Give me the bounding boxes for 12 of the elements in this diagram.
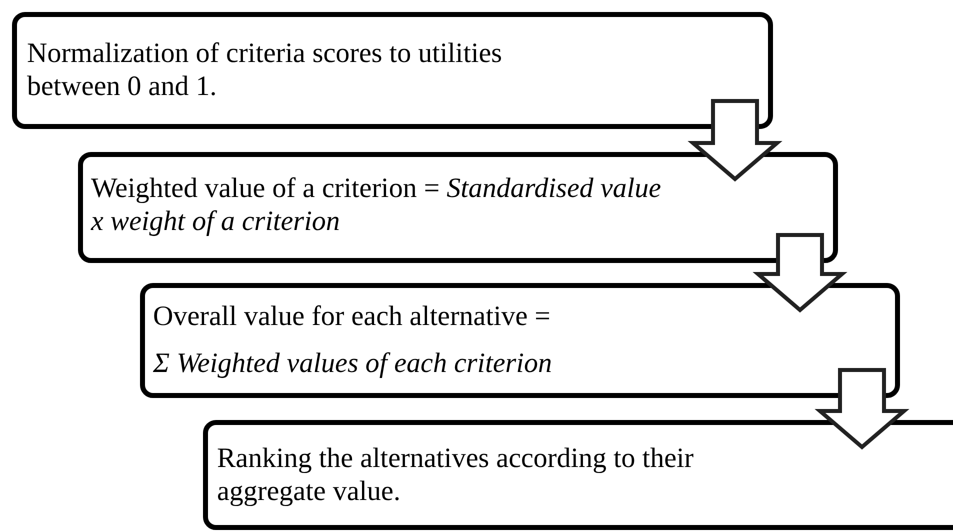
step-text: Σ Weighted values of each criterion	[153, 347, 553, 380]
step-text: Weighted value of a criterion = Standardised value x weight of a criterion	[91, 172, 662, 238]
down-arrow	[814, 368, 910, 450]
step-text: Overall value for each alternative =	[153, 300, 552, 333]
process-box	[78, 152, 838, 263]
process-box	[203, 420, 953, 530]
down-arrow	[752, 233, 848, 313]
process-box	[140, 283, 900, 398]
step-text: Ranking the alternatives according to their aggregate value.	[217, 442, 695, 508]
step-text: Normalization of criteria scores to utilities between 0 and 1.	[27, 37, 504, 103]
down-arrow	[688, 99, 782, 182]
process-box	[12, 12, 773, 129]
